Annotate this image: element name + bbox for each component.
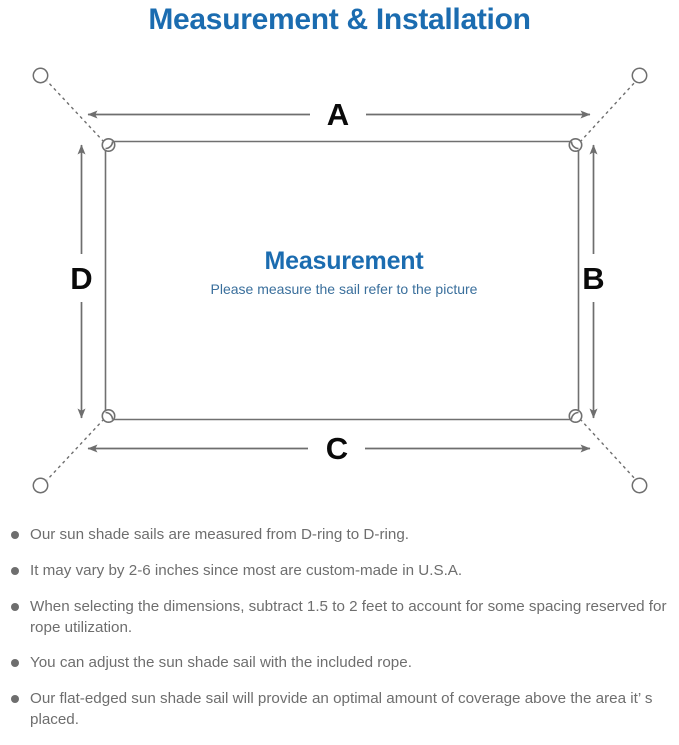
d-ring-top-left [101,138,116,153]
anchor-rings [32,67,648,494]
diagram-center-title: Measurement [265,247,425,275]
rope-line-top-left [46,80,105,143]
dimension-label-a: A [327,97,349,132]
anchor-ring-bottom-right [631,477,648,494]
anchor-ring-top-right [631,67,648,84]
list-item-text: Our flat-edged sun shade sail will provi… [30,690,653,728]
page-title: Measurement & Installation [148,3,531,36]
list-item: It may vary by 2-6 inches since most are… [0,560,679,581]
dimension-label-c: C [326,431,348,466]
list-item-text: It may vary by 2-6 inches since most are… [30,562,463,579]
bullet-icon [11,603,19,611]
bullet-icon [11,567,19,575]
d-ring-corner-arcs [105,141,579,420]
bullet-icon [11,659,19,667]
measurement-diagram: A C D B Measurement Please measure the s… [0,46,679,516]
d-ring-bottom-right [568,408,583,423]
rope-line-bottom-right [579,418,637,481]
rope-line-bottom-left [46,418,105,481]
d-ring-bottom-left [101,408,116,423]
dimension-label-b: B [582,261,604,296]
list-item-text: When selecting the dimensions, subtract … [30,598,667,636]
list-item: You can adjust the sun shade sail with t… [0,652,679,673]
list-item: Our flat-edged sun shade sail will provi… [0,688,679,730]
diagram-center-subtitle: Please measure the sail refer to the pic… [211,281,478,297]
bullet-icon [11,531,19,539]
dimension-label-d: D [70,261,92,296]
sail-rectangle [104,140,580,421]
bullet-icon [11,695,19,703]
anchor-ring-top-left [32,67,49,84]
rope-lines [46,80,637,481]
list-item: When selecting the dimensions, subtract … [0,596,679,638]
list-item-text: Our sun shade sails are measured from D-… [30,526,409,543]
rope-line-top-right [579,80,637,143]
anchor-ring-bottom-left [32,477,49,494]
notes-list: Our sun shade sails are measured from D-… [0,524,679,745]
list-item: Our sun shade sails are measured from D-… [0,524,679,545]
d-ring-top-right [568,138,583,153]
d-rings [101,138,583,423]
list-item-text: You can adjust the sun shade sail with t… [30,654,412,671]
